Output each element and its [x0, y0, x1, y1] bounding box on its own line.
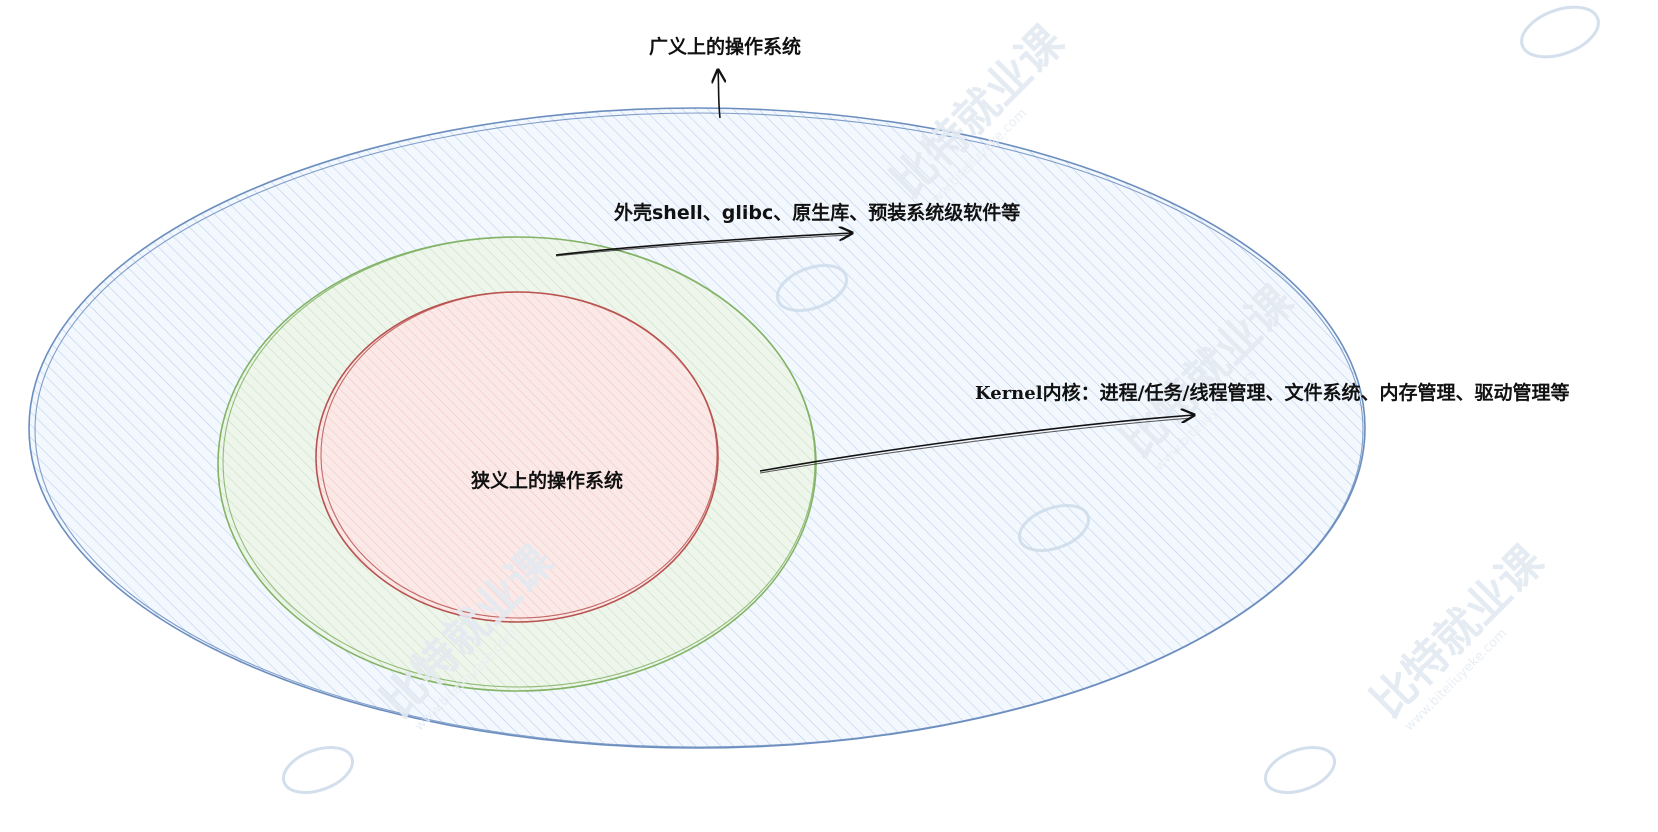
narrow-os-label: 狭义上的操作系统: [470, 469, 623, 492]
watermark-logo-icon: [1520, 5, 1600, 59]
arrow-to-broad-os-label: [718, 70, 720, 119]
shell-layer-label: 外壳shell、glibc、原生库、预装系统级软件等: [614, 201, 1020, 224]
kernel-label: Kernel内核：进程/任务/线程管理、文件系统、内存管理、驱动管理等: [975, 381, 1569, 404]
watermark-logo-icon: [1017, 504, 1091, 552]
watermark-text: 比特就业课: [1362, 535, 1554, 727]
arrow-to-shell-label: [555, 233, 852, 257]
watermark-logo-icon: [1263, 746, 1337, 794]
broad-os-label: 广义上的操作系统: [649, 35, 801, 58]
watermark-logo-icon: [775, 264, 849, 312]
kernel-label-text: 内核：进程/任务/线程管理、文件系统、内存管理、驱动管理等: [1043, 381, 1570, 404]
arrow-to-kernel-label: [759, 415, 1194, 474]
inner-ellipse-kernel: [315, 291, 719, 623]
watermark-logo-icon: [281, 746, 355, 794]
kernel-label-prefix: Kernel: [975, 383, 1043, 404]
